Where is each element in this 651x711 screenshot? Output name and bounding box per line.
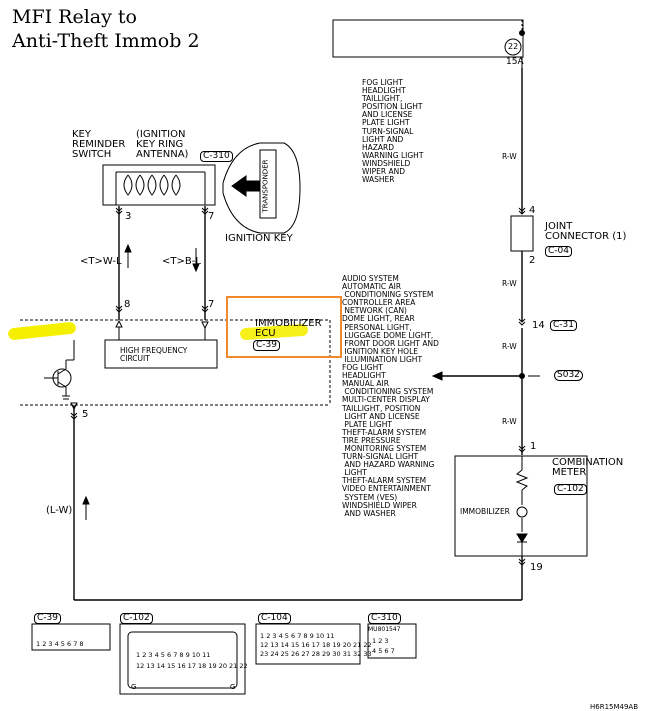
ecu-highlight-box <box>226 296 342 358</box>
ecu-label: IMMOBILIZER ECU <box>255 318 322 339</box>
antenna-coil <box>123 174 181 196</box>
connector-c102-badge: C-102 <box>554 484 587 495</box>
connector-c04-badge: C-04 <box>545 246 572 257</box>
wire-rw-label-3: R-W <box>502 342 517 351</box>
audio-system-list: AUDIO SYSTEM AUTOMATIC AIR CONDITIONING … <box>342 274 439 518</box>
c102-face <box>119 623 246 695</box>
connector-view-c102-label: C-102 <box>120 613 153 624</box>
connector-view-c102-row2: 12 13 14 15 16 17 18 19 20 21 22 <box>136 662 248 670</box>
connector-view-c39-label: C-39 <box>34 613 61 624</box>
c39-face <box>31 623 111 651</box>
indicator-lamp <box>516 506 528 518</box>
connector-view-c102-mark-left: G <box>131 683 137 691</box>
joint-connector-pin-bottom: 2 <box>529 255 536 266</box>
combination-meter-box <box>454 455 588 557</box>
diagram-title-line1: MFI Relay to <box>12 6 137 28</box>
c310-face <box>367 623 417 659</box>
ecu-pin-right: 7 <box>208 299 215 310</box>
wire-rw-label-1: R-W <box>502 152 517 161</box>
meter-pin-top: 1 <box>530 441 537 452</box>
key-reminder-label: KEY REMINDER SWITCH <box>72 129 126 160</box>
diagram-title-line2: Anti-Theft Immob 2 <box>12 30 200 52</box>
wire-rw-label-2: R-W <box>502 279 517 288</box>
antenna-label: (IGNITION KEY RING ANTENNA) <box>136 129 189 160</box>
key-reminder-switch-box <box>102 164 216 206</box>
connector-view-c104-label: C-104 <box>258 613 291 624</box>
connector-view-c102-mark-right: G <box>230 683 236 691</box>
high-frequency-circuit-box <box>104 339 218 369</box>
connector-view-c310-label: C-310 <box>368 613 401 624</box>
splice-s032-badge: S032 <box>554 370 583 381</box>
connector-view-c102-row1: 1 2 3 4 5 6 7 8 9 10 11 <box>136 651 211 659</box>
high-frequency-circuit-label: HIGH FREQUENCY CIRCUIT <box>120 346 188 364</box>
joint-connector-pin-top: 4 <box>529 205 536 216</box>
wire-rw-label-4: R-W <box>502 417 517 426</box>
figure-code: H6R15M49AB <box>590 703 639 711</box>
meter-pin-bottom: 19 <box>530 562 543 573</box>
connector-view-c310-code: MU801547 <box>368 626 401 633</box>
fog-light-list: FOG LIGHT HEADLIGHT TAILLIGHT, POSITION … <box>362 78 424 185</box>
connector-view-c310-row2: 4 5 6 7 <box>372 647 395 655</box>
connector-c310-badge: C-310 <box>200 151 233 162</box>
key-reminder-pin-right: 7 <box>208 211 215 222</box>
joint-connector-label: JOINT CONNECTOR (1) <box>545 221 627 242</box>
key-reminder-pin-left: 3 <box>125 211 132 222</box>
connector-c31-badge: C-31 <box>550 320 577 331</box>
ecu-pin-ground: 5 <box>82 409 89 420</box>
immobilizer-lamp-label: IMMOBILIZER <box>460 507 510 516</box>
connector-view-c104-row2: 12 13 14 15 16 17 18 19 20 21 22 <box>260 641 372 649</box>
connector-view-c39-pins: 1 2 3 4 5 6 7 8 <box>36 640 84 648</box>
ignition-key-outline <box>222 142 301 234</box>
connector-view-c104-row3: 23 24 25 26 27 28 29 30 31 32 33 <box>260 650 372 658</box>
connector-view-c104-row1: 1 2 3 4 5 6 7 8 9 10 11 <box>260 632 335 640</box>
c104-face <box>255 623 361 665</box>
fuse-box-outline <box>332 19 524 58</box>
joint-connector-block <box>510 215 534 252</box>
wire-wl-label: <T>W-L <box>80 256 122 267</box>
combination-meter-label: COMBINATION METER <box>552 457 624 478</box>
ignition-key-label: IGNITION KEY <box>225 233 293 244</box>
transponder-label: TRANSPONDER <box>261 159 270 213</box>
resistor-symbol <box>515 469 529 491</box>
connector-view-c310-row1: 1 2 3 <box>372 637 389 645</box>
wire-bl-label: <T>B-L <box>162 256 201 267</box>
connector-c39-badge: C-39 <box>253 340 280 351</box>
c31-pin: 14 <box>532 320 545 331</box>
wire-lw-label: (L-W) <box>46 505 73 516</box>
fuse-rating: 15A <box>506 57 524 67</box>
fuse-number: 22 <box>508 42 519 51</box>
ecu-pin-left: 8 <box>124 299 131 310</box>
